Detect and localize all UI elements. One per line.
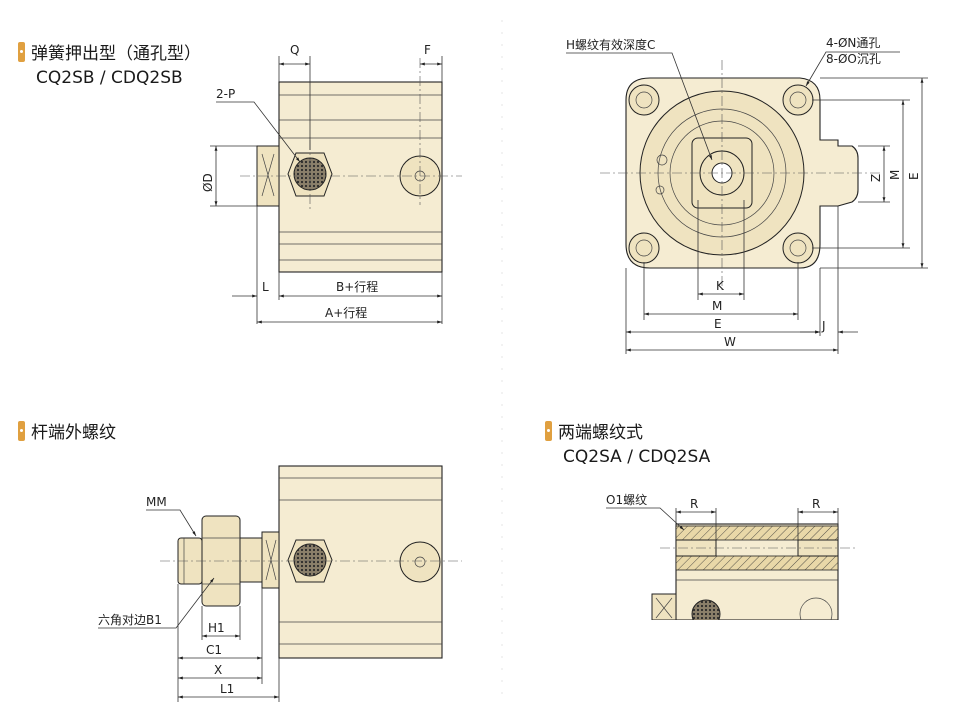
dim-label-q: Q [290,43,299,57]
both-thread-view: R R O1螺纹 [606,493,856,634]
bullet-icon [18,421,25,441]
switch-port [399,541,441,583]
rod-thread-view: MM 六角对边B1 H1 C1 X L1 [98,465,462,702]
dim-label-a: A+行程 [325,305,367,320]
dim-label-r-right: R [812,497,820,511]
dim-label-e-vertical: E [907,172,921,180]
port-mesh [293,543,327,577]
dim-label-h: H螺纹有效深度C [566,37,655,52]
dim-label-o1: O1螺纹 [606,493,647,507]
dim-label-z: Z [869,174,883,182]
dim-label-m: M [712,299,722,313]
dim-label-mm: MM [146,495,167,509]
side-view: Q F 2-P ØD L B+行程 A+行程 [201,43,462,324]
dim-label-b1: 六角对边B1 [98,613,162,627]
thread-hatch-top [675,525,839,541]
dim-label-r-left: R [690,497,698,511]
section-title-text: 两端螺纹式 [558,423,643,443]
cutoff-mask [640,620,850,634]
dim-label-b: B+行程 [336,279,378,294]
dim-label-n: 4-ØN通孔 [826,36,880,50]
section-models-spring-return: CQ2SB / CDQ2SB [36,68,183,88]
bullet-icon [18,42,25,62]
section-title-text: 弹簧押出型（通孔型） [31,44,201,64]
section-title-spring-return: 弹簧押出型（通孔型） [18,42,201,66]
dim-label-e: E [714,317,722,331]
rod-collar [261,531,280,589]
mounting-holes [628,84,814,264]
dim-label-w: W [724,335,736,349]
dim-label-c1: C1 [206,643,222,657]
dim-label-k: K [716,279,725,293]
bullet-icon [545,421,552,441]
dim-label-m-vertical: M [888,170,902,180]
dim-label-d: ØD [201,173,215,192]
dim-label-p: 2-P [216,87,235,101]
rod-end [651,593,677,621]
section-models-both-thread: CQ2SA / CDQ2SA [563,447,711,467]
rod-shaft [239,537,263,583]
dim-label-l: L [262,280,269,294]
dim-label-x: X [214,663,222,677]
section-title-text: 杆端外螺纹 [31,423,116,443]
section-title-both-thread: 两端螺纹式 [545,421,643,445]
dim-label-o: 8-ØO沉孔 [826,52,881,66]
thread-hatch-bottom [675,555,839,571]
front-view: H螺纹有效深度C 4-ØN通孔 8-ØO沉孔 Z M E K M E [566,36,928,354]
dim-label-l1: L1 [220,682,234,696]
section-title-rod-thread: 杆端外螺纹 [18,421,116,445]
dim-label-h1: H1 [208,621,225,635]
dim-label-j: J [821,319,826,333]
dim-label-f: F [424,43,431,57]
